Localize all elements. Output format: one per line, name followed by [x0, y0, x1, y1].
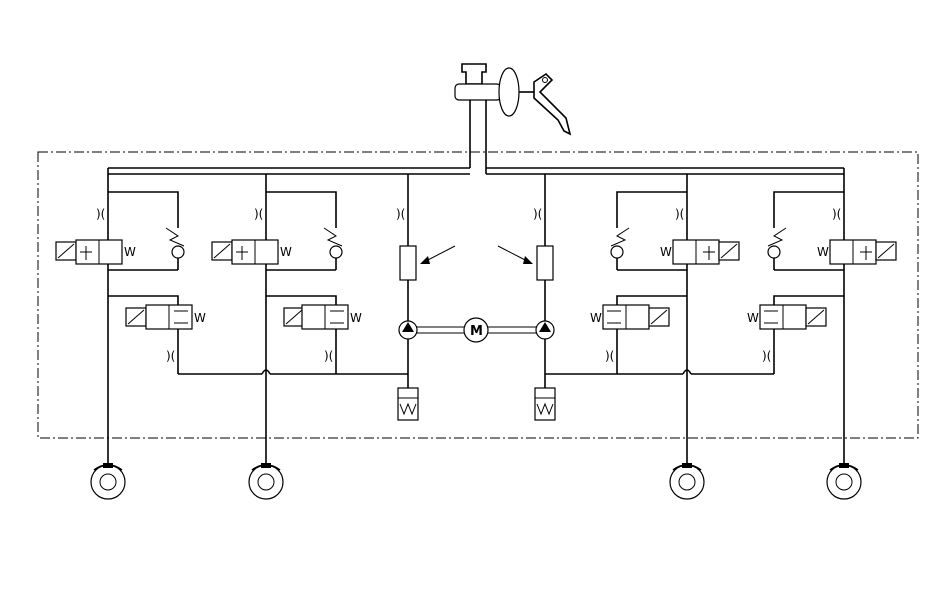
master-cylinder: [454, 83, 502, 101]
spring-label: W: [124, 245, 136, 259]
svg-text:)(: )(: [533, 207, 542, 221]
svg-text:)(: )(: [166, 349, 175, 363]
motor-label: M: [470, 324, 483, 339]
damper: [399, 245, 417, 281]
main-lines: [107, 167, 845, 192]
wheel-brake-rear-right: [826, 463, 862, 500]
hydraulic-unit-boundary: [37, 151, 919, 439]
svg-text:W: W: [660, 245, 672, 259]
svg-text:W: W: [590, 311, 602, 325]
left-pump-branch: )(: [396, 174, 456, 421]
svg-text:)(: )(: [396, 207, 405, 221]
check-valve: [171, 245, 185, 259]
check-valve: [767, 245, 781, 259]
svg-text:)(: )(: [254, 207, 263, 221]
svg-text:)(: )(: [324, 349, 333, 363]
svg-text:W: W: [280, 245, 292, 259]
damper: [536, 245, 554, 281]
circuit-front-right: )( W W )(: [545, 174, 774, 465]
brake-pedal: [533, 72, 572, 136]
svg-text:W: W: [194, 311, 206, 325]
svg-text:)(: )(: [96, 207, 105, 221]
svg-text:W: W: [747, 311, 759, 325]
check-valve: [610, 245, 624, 259]
svg-text:W: W: [350, 311, 362, 325]
svg-text:)(: )(: [675, 207, 684, 221]
svg-text:)(: )(: [605, 349, 614, 363]
circuit-rear-right: )( W W )(: [747, 174, 897, 465]
circuit-front-left: )( W W )(: [55, 191, 408, 465]
master-cylinder-assembly: [454, 63, 572, 174]
reservoir: [461, 63, 487, 85]
pump-motor: M: [417, 317, 536, 343]
svg-text:W: W: [817, 245, 829, 259]
svg-text:)(: )(: [832, 207, 841, 221]
wheel-brake-front-left: [90, 463, 126, 500]
motor-icon: [463, 317, 489, 343]
circuit-rear-left: )( W W )(: [211, 174, 362, 465]
check-valve: [329, 245, 343, 259]
wheel-brake-rear-left: [248, 463, 284, 500]
svg-text:)(: )(: [762, 349, 771, 363]
brake-booster: [498, 67, 520, 117]
right-pump-branch: )(: [497, 174, 556, 421]
wheel-brake-front-right: [669, 463, 705, 500]
